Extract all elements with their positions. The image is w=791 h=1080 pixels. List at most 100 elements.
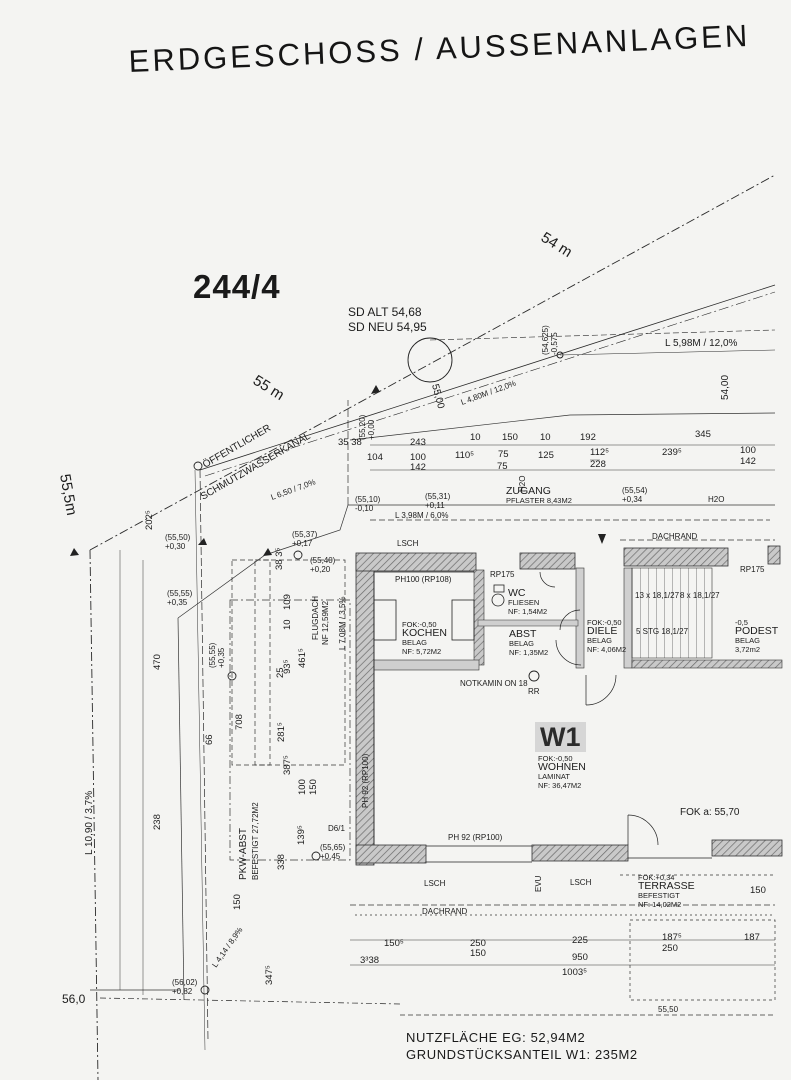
property-boundary (89, 174, 776, 1080)
slope-park: L 7,08M / 3,5% (338, 596, 347, 650)
level-5400: 54,00 (720, 375, 731, 400)
dimension-parking: 109 (282, 594, 293, 610)
dimension-value: 139⁵ (296, 825, 307, 845)
pkw-label: PKW-ABST (238, 828, 249, 880)
level-label-a: (55,50) (165, 533, 191, 542)
level-label-e: -0,10 (355, 504, 374, 513)
dimension-left: 66 (204, 734, 215, 745)
building-walls (355, 545, 783, 866)
dimension-left: 470 (152, 654, 163, 670)
grundstuecksanteil-text: GRUNDSTÜCKSANTEIL W1: 235M2 (406, 1047, 638, 1062)
level-label-h: (55,20)+0,00 (358, 414, 376, 440)
dimension-second_row: 100 (740, 445, 756, 456)
dimension-bottom: 150⁵ (384, 938, 404, 949)
nutzflaeche-text: NUTZFLÄCHE EG: 52,94M2 (406, 1030, 586, 1045)
level-labels: (55,50)+0,30(55,55)+0,35(55,37)+0,17(55,… (165, 325, 648, 996)
level-label-j: +0,45 (320, 852, 341, 861)
dimension-value: 10 (282, 619, 293, 630)
lsch-1: LSCH (397, 539, 419, 548)
dimension-bottom: 225 (572, 935, 588, 946)
dimension-bottom: 3³38 (360, 955, 379, 966)
level-line: -0,575 (550, 332, 559, 355)
room-podest-line: PODEST (735, 625, 779, 637)
level-label-c: (55,37) (292, 530, 318, 539)
h2o-1: H2O (708, 495, 724, 504)
dimension-left: 238 (152, 814, 163, 830)
dimension-value: 347⁵ (264, 965, 275, 985)
dimension-bottom: 250 (662, 943, 678, 954)
room-podest-line: 3,72m2 (735, 645, 760, 654)
dist-555m: 55,5m (56, 473, 80, 517)
dimension-value: 150 (232, 894, 243, 910)
dimension-parking: 10 (282, 619, 293, 630)
dimension-parking: 100 (297, 779, 308, 795)
ph-side: PH 92 (RP100) (361, 753, 370, 808)
level-line: +0,00 (367, 419, 376, 440)
evu-label: EVU (534, 875, 543, 892)
survey-marker (193, 337, 564, 995)
room-zugang-line: ZUGANG (506, 485, 551, 497)
fok-a-label: FOK a: 55,70 (680, 807, 740, 818)
level-line: (55,20) (358, 414, 367, 440)
room-diele-line: NF: 4,06M2 (587, 645, 626, 654)
dimension-value: 202⁵ (144, 510, 155, 530)
dimension-top_row: 150 (502, 432, 518, 443)
dimension-value: 461⁵ (297, 648, 308, 668)
dimension-parking: 387⁵ (282, 755, 293, 775)
dimension-third_row: 142 (740, 456, 756, 467)
dimension-value: 338 (276, 854, 287, 870)
dimension-third_row: 228 (590, 459, 606, 470)
dachrand-top: DACHRAND (652, 532, 698, 541)
ph-bottom: PH 92 (RP100) (448, 833, 503, 842)
room-wohnen-line: WOHNEN (538, 761, 586, 773)
dimension-bottom: 187⁵ (662, 932, 682, 943)
slope-top: L 5,98M / 12,0% (665, 338, 738, 349)
unit-label: W1 (535, 722, 586, 752)
level-label-f: +0,11 (425, 501, 445, 510)
outdoor-lines (90, 400, 776, 1051)
dimension-parking: 38 3⁵ (274, 548, 285, 570)
dimension-left: 708 (234, 714, 245, 730)
dimension-left: 347⁵ (264, 965, 275, 985)
stair-1: 13 x 18,1/27 (635, 591, 680, 600)
room-wc-line: NF: 1,54M2 (508, 607, 547, 616)
door-swings (539, 571, 659, 846)
level-label-a: +0,30 (165, 542, 186, 551)
dimension-bottom: 187 (744, 932, 760, 943)
level-560: 56,0 (62, 992, 86, 1006)
room-podest-line: BELAG (735, 636, 760, 645)
rr-label: RR (528, 687, 540, 696)
dimension-bottom: 250 (470, 938, 486, 949)
level-5550: 55,50 (658, 1005, 679, 1014)
dimension-lines (119, 444, 775, 995)
level-label-f: (55,31) (425, 492, 451, 501)
dimension-second_row: 239⁵ (662, 447, 682, 458)
level-line: +0,35 (217, 647, 226, 668)
dimension-value: 387⁵ (282, 755, 293, 775)
room-terrasse-line: BEFESTIGT (638, 891, 680, 900)
room-terrasse-line: TERRASSE (638, 880, 695, 892)
dimension-top_row: 10 (540, 432, 551, 443)
dimension-left: 202⁵ (144, 510, 155, 530)
d6-label: D6/1 (328, 824, 345, 833)
dimension-left: 150 (232, 894, 243, 910)
dimension-value: 150 (308, 779, 319, 795)
flugdach-label: FLUGDACH (311, 596, 320, 640)
lsch-2: LSCH (424, 879, 446, 888)
room-wohnen-line: NF: 36,47M2 (538, 781, 581, 790)
level-label-k: (56,02) (172, 978, 198, 987)
dimension-parking: 139⁵ (296, 825, 307, 845)
sd-neu-label: SD NEU 54,95 (348, 320, 427, 334)
level-label-j: (55,65) (320, 843, 346, 852)
dimension-value: 281⁵ (276, 722, 287, 742)
level-5500: 55,00 (429, 383, 446, 410)
dimension-second_row: 100 (410, 452, 426, 463)
level-label-b: +0,35 (167, 598, 188, 607)
dimension-parking: 150 (308, 779, 319, 795)
ph-top: PH100 (RP108) (395, 575, 452, 584)
dimension-parking: 281⁵ (276, 722, 287, 742)
slope-mid: L 4,80M / 12,0% (460, 379, 518, 407)
dimension-second_row: 104 (367, 452, 383, 463)
